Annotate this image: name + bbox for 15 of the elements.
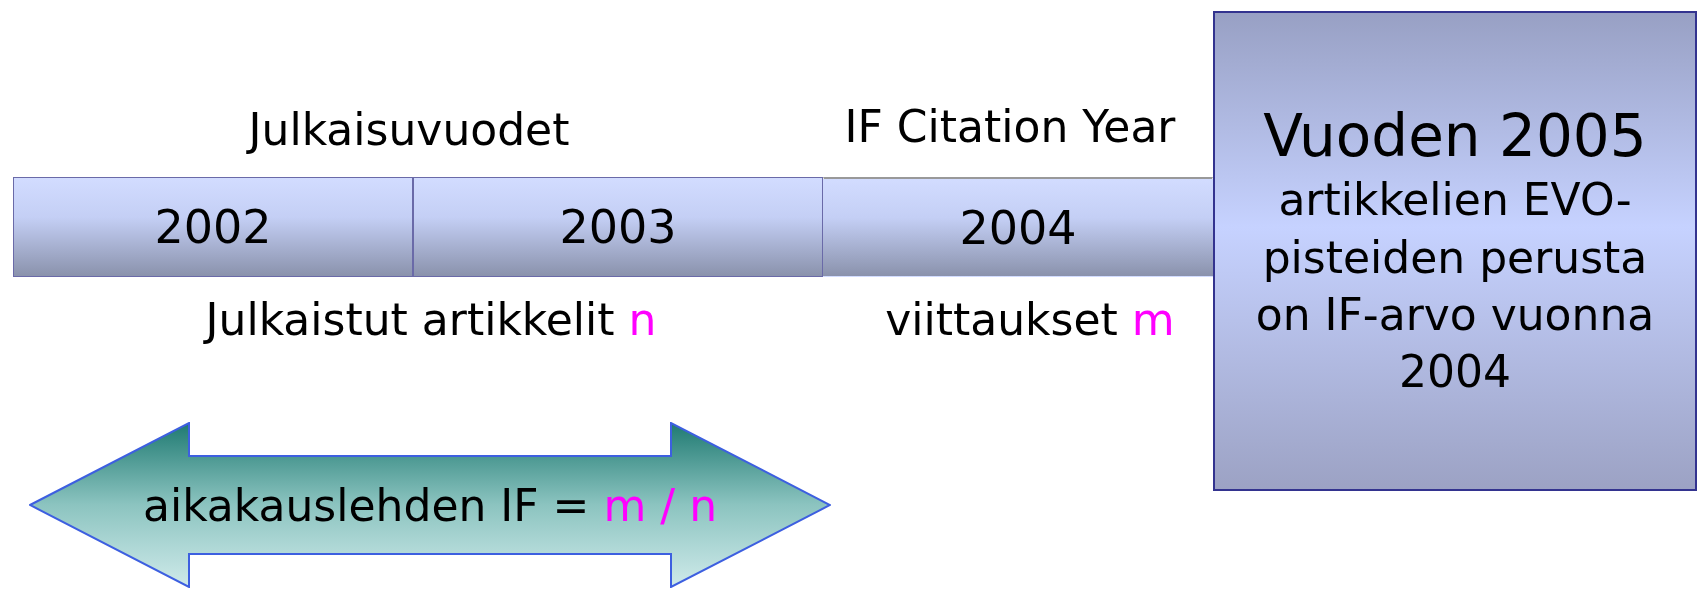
caption-text: viittaukset <box>885 294 1118 345</box>
box-heading: Vuoden 2005 <box>1263 101 1647 172</box>
axis-title: Julkaisuvuodet <box>248 104 570 155</box>
year-segment: 2003 <box>413 177 823 277</box>
caption-text: Julkaistut artikkelit <box>205 294 615 345</box>
box-text: artikkelien EVO-pisteiden perusta on IF-arvo vuonna 2004 <box>1254 173 1656 399</box>
year-segment: 2004 <box>823 177 1213 277</box>
variable-text: m / n <box>603 479 718 531</box>
double-arrow-shape <box>29 422 831 588</box>
info-box <box>1213 11 1697 491</box>
variable-text: n <box>628 294 657 345</box>
year-segment: 2002 <box>13 177 413 277</box>
variable-text: m <box>1131 294 1175 345</box>
formula-text: aikakauslehden IF = <box>142 479 590 531</box>
axis-title: IF Citation Year <box>844 101 1176 152</box>
